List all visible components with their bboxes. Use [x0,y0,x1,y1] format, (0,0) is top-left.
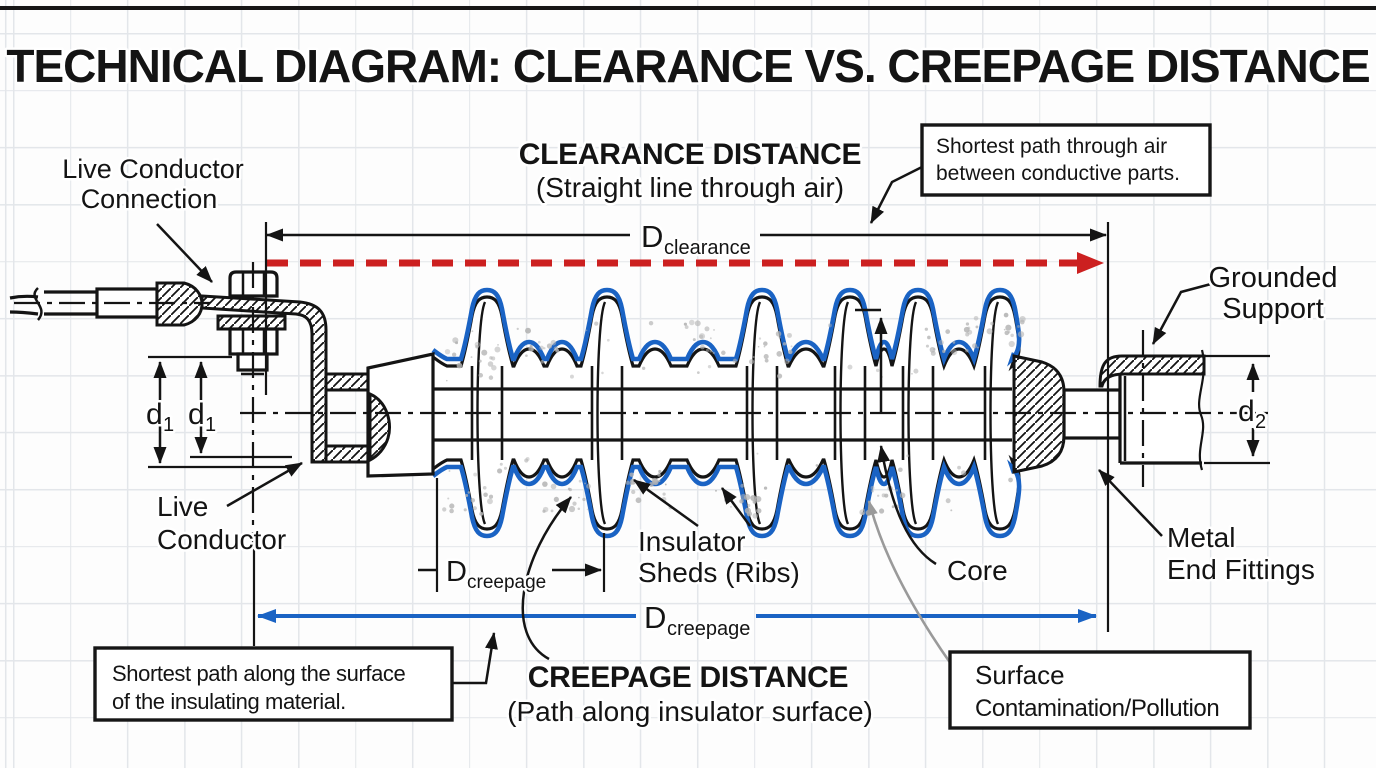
label-surface-contamination-1: Surface [975,660,1065,690]
support-block-fill [1120,374,1200,463]
air-note-line1: Shortest path through air [936,135,1167,158]
leader-grounded-support [1151,282,1212,345]
label-live-conductor-1: Live [157,491,208,522]
dimensions [148,222,1270,646]
leader-sheds-2 [720,487,752,527]
dim-clearance-prefix: D [641,219,663,254]
leader-creepage-heading [521,496,572,661]
leader-core [877,445,937,566]
dim-creepage-small-prefix: D [446,556,467,588]
air-note-line2: between conductive parts. [936,162,1180,185]
air-note-box [920,123,1212,197]
label-core: Core [947,555,1008,586]
surface-note-line1: Shortest path along the surface [112,661,406,686]
contamination-box [948,650,1252,730]
dim-creepage-prefix: D [644,600,666,635]
creepage-subheading: (Path along insulator surface) [507,696,873,727]
leader-lines [156,165,1212,685]
leader-live-conductor [226,461,303,508]
dim-d1a-sub: 1 [163,414,174,436]
clearance-path [267,252,1104,274]
fitting-flange-bottom [324,444,370,464]
fitting-crescent [368,391,391,463]
label-metal-end-fittings-2: End Fittings [1167,554,1315,585]
leader-air-note [869,165,923,224]
label-metal-end-fittings-1: Metal [1167,522,1235,553]
wire-stub-bottom [9,310,39,316]
dim-d2-sub: 2 [1255,411,1266,433]
label-live-conductor-2: Conductor [157,524,286,555]
creepage-path-top [431,287,1022,367]
label-insulator-sheds-1: Insulator [638,526,745,557]
label-surface-contamination-2: Contamination/Pollution [975,695,1219,722]
creepage-path-bottom [431,459,1022,539]
label-live-conductor-connection-2: Connection [81,184,218,214]
dim-d1b-prefix: d [188,398,205,431]
dim-creepage-small-sub: creepage [467,572,546,593]
leader-live-conductor-connection [156,223,213,283]
label-insulator-sheds-2: Sheds (Ribs) [638,557,800,588]
dim-d1b-sub: 1 [205,414,216,436]
fitting-flange-top [324,372,370,392]
dim-d1a-prefix: d [146,398,163,431]
shed-disc-lines [470,301,1017,525]
sheet-border-top [0,6,1376,10]
label-grounded-support-1: Grounded [1209,262,1338,294]
dim-clearance-sub: clearance [664,237,751,259]
clearance-arrowhead [1077,252,1104,274]
label-live-conductor-connection-1: Live Conductor [62,154,244,184]
page-title: TECHNICAL DIAGRAM: CLEARANCE VS. CREEPAG… [6,40,1369,92]
centerlines [14,262,1268,545]
leader-contamination [867,500,953,665]
support-break-line [1198,349,1205,471]
surface-note-line2: of the insulating material. [112,689,346,714]
creepage-heading: CREEPAGE DISTANCE [528,661,849,694]
leader-sheds-1 [633,478,699,528]
clamp-plate [216,314,287,331]
clearance-heading: CLEARANCE DISTANCE [519,138,861,171]
leader-metal-end-fittings [1098,469,1163,537]
dim-creepage-sub: creepage [667,618,750,640]
leader-surface-note [450,632,498,685]
clearance-subheading: (Straight line through air) [536,172,844,203]
label-grounded-support-2: Support [1222,293,1324,325]
surface-note-box [93,646,454,722]
dim-d2-prefix: d [1238,395,1255,428]
